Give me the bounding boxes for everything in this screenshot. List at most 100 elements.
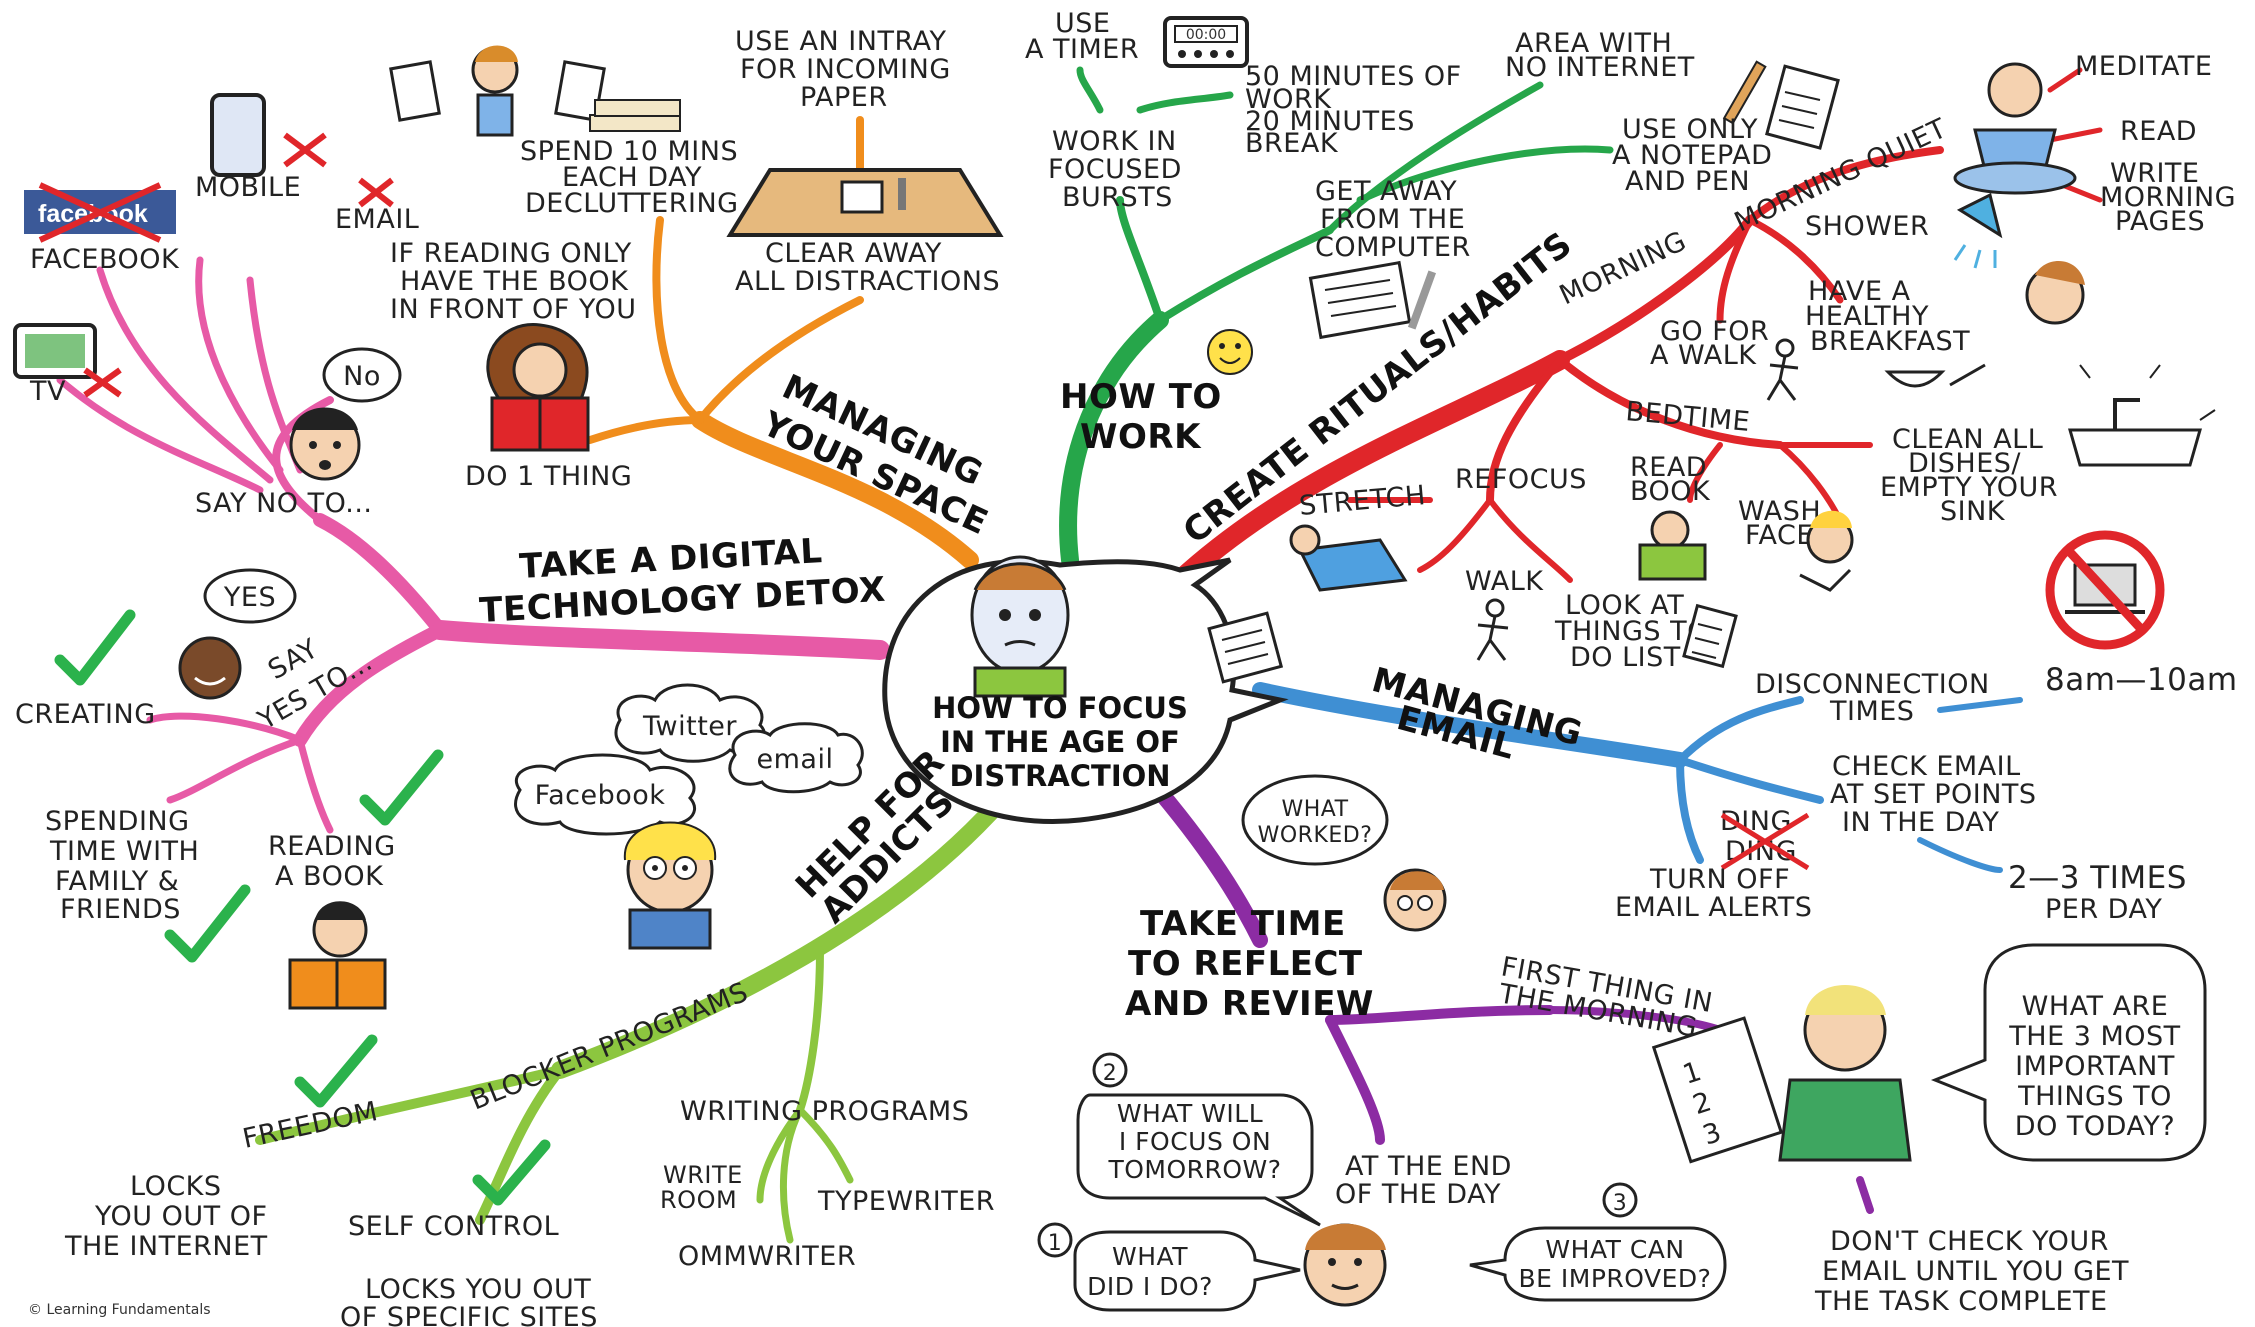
reflect-section: WHAT WORKED? TAKE TIME TO REFLECT AND RE… <box>1037 774 2207 1317</box>
tv-icon <box>13 323 122 398</box>
alerts-line1: TURN OFF <box>1649 864 1790 895</box>
walking-stick-figure-icon <box>1476 598 1509 661</box>
red-main-branch <box>1170 350 1570 590</box>
times-line1: 2—3 TIMES <box>2008 860 2187 896</box>
svg-text:WHAT CAN: WHAT CAN <box>1545 1235 1684 1264</box>
person-with-list-icon: 1 2 3 <box>1651 985 1912 1164</box>
reading-line2: A BOOK <box>275 861 384 892</box>
end-line2: OF THE DAY <box>1335 1179 1501 1210</box>
sites-line2: OF SPECIFIC SITES <box>340 1302 598 1327</box>
orange-main-branch <box>691 411 979 569</box>
intray-line2: FOR INCOMING <box>740 54 951 85</box>
svg-text:No: No <box>343 361 381 392</box>
ding-ding-crossed: DING DING <box>1720 806 1810 871</box>
alerts-line2: EMAIL ALERTS <box>1615 892 1812 923</box>
todo-line2: THINGS TO <box>1554 616 1709 647</box>
pink-main-branch <box>430 620 890 660</box>
dishes-line1: CLEAN ALL <box>1892 424 2043 455</box>
facebook-label: FACEBOOK <box>30 244 180 275</box>
check-line2: AT SET POINTS <box>1830 779 2037 810</box>
thinking-face-icon <box>1383 868 1447 932</box>
walk-label: WALK <box>1465 566 1544 597</box>
locks-line1: LOCKS <box>130 1171 222 1202</box>
locks-line2: YOU OUT OF <box>94 1201 267 1232</box>
paper-sheet-icon <box>1207 611 1284 684</box>
center-title-line1: HOW TO FOCUS <box>932 691 1188 725</box>
smiling-face-icon <box>178 636 242 700</box>
write-line2: MORNING <box>2100 182 2236 213</box>
laptop-icon <box>1308 260 1437 340</box>
walking-person-icon <box>1766 338 1799 401</box>
readbook-line1: READ <box>1630 452 1707 483</box>
check-icon <box>164 884 251 963</box>
refocus-label: REFOCUS <box>1455 464 1587 495</box>
shower-icon <box>1953 192 2085 325</box>
end-line1: AT THE END <box>1345 1151 1512 1182</box>
one-thing-label: DO 1 THING <box>465 461 632 492</box>
center-title-line3: DISTRACTION <box>949 759 1170 793</box>
branch-lines <box>56 66 2103 1244</box>
svg-text:THE 3 MOST: THE 3 MOST <box>2008 1021 2180 1052</box>
reading-line1: READING <box>268 831 396 862</box>
lime-main-branch <box>551 781 1019 1079</box>
how-to-work-section: USE A TIMER 00:00 WORK IN FOCUSED BURSTS… <box>1025 8 1840 457</box>
todo-line3: DO LIST <box>1570 642 1681 673</box>
declutter-line1: SPEND 10 MINS <box>520 136 738 167</box>
svg-text:I FOCUS ON: I FOCUS ON <box>1119 1127 1271 1156</box>
meditate-label: MEDITATE <box>2075 51 2212 82</box>
disconnect-line1: DISCONNECTION <box>1755 669 1990 700</box>
dishes-line2: DISHES/ <box>1908 448 2021 479</box>
email-label: EMAIL <box>335 204 419 235</box>
breakfast-line3: BREAKFAST <box>1810 326 1970 357</box>
dont-line2: EMAIL UNTIL YOU GET <box>1822 1256 2129 1287</box>
stretching-person-icon <box>1289 524 1408 592</box>
no-speech-bubble: No <box>322 347 402 403</box>
bursts-line3: BURSTS <box>1062 182 1173 213</box>
timer-line1: USE <box>1055 8 1110 39</box>
work-title-line1: HOW TO <box>1060 377 1222 417</box>
check-icon <box>294 1034 378 1108</box>
wash-line2: FACE <box>1745 520 1814 551</box>
minutes-line3: 20 MINUTES <box>1245 106 1415 137</box>
breakfast-line1: HAVE A <box>1808 276 1911 307</box>
morning-label: MORNING <box>1555 226 1691 312</box>
svg-text:00:00: 00:00 <box>1186 27 1226 43</box>
facebook-cloud: Facebook <box>514 753 697 836</box>
blue-main-branch <box>1252 682 1688 768</box>
copyright-credit: © Learning Fundamentals <box>28 1302 211 1318</box>
write-line3: PAGES <box>2115 206 2205 237</box>
hours-label: 8am—10am <box>2045 662 2238 698</box>
svg-text:WHAT WILL: WHAT WILL <box>1117 1099 1263 1128</box>
read-label: READ <box>2120 116 2197 147</box>
svg-text:3: 3 <box>1613 1191 1628 1216</box>
question-2-bubble: 2 WHAT WILL I FOCUS ON TOMORROW? <box>1076 1052 1321 1227</box>
write-line1: WRITE <box>2110 158 2199 189</box>
intray-line3: PAPER <box>800 82 888 113</box>
pondering-face-icon <box>1303 1223 1387 1307</box>
boy-reading-icon <box>288 901 387 1010</box>
spending-line4: FRIENDS <box>60 894 181 925</box>
minutes-line4: BREAK <box>1245 128 1339 159</box>
email-cross-icon <box>358 177 394 208</box>
purple-main-branch <box>1142 772 1268 948</box>
reflect-title-line3: AND REVIEW <box>1125 984 1374 1024</box>
nointernet-line1: AREA WITH <box>1515 28 1672 59</box>
washing-face-icon <box>1799 510 1854 592</box>
check-line3: IN THE DAY <box>1842 807 1999 838</box>
check-icon <box>472 1139 551 1206</box>
clear-line2: ALL DISTRACTIONS <box>735 266 1000 297</box>
reading-only-line3: IN FRONT OF YOU <box>390 294 636 325</box>
reflect-title-line2: TO REFLECT <box>1128 944 1363 984</box>
svg-text:DID I DO?: DID I DO? <box>1087 1272 1213 1301</box>
say-no-label: SAY NO TO... <box>195 488 373 519</box>
spending-line1: SPENDING <box>45 806 190 837</box>
what-worked-bubble: WHAT WORKED? <box>1241 774 1389 866</box>
svg-text:WHAT: WHAT <box>1112 1242 1188 1271</box>
times-line2: PER DAY <box>2045 894 2162 925</box>
writeroom-line1: WRITE <box>663 1161 743 1189</box>
typewriter-label: TYPEWRITER <box>817 1186 995 1217</box>
bedtime-label: BEDTIME <box>1624 396 1751 438</box>
timer-line2: A TIMER <box>1025 34 1139 65</box>
meditating-person-icon <box>1953 62 2077 195</box>
